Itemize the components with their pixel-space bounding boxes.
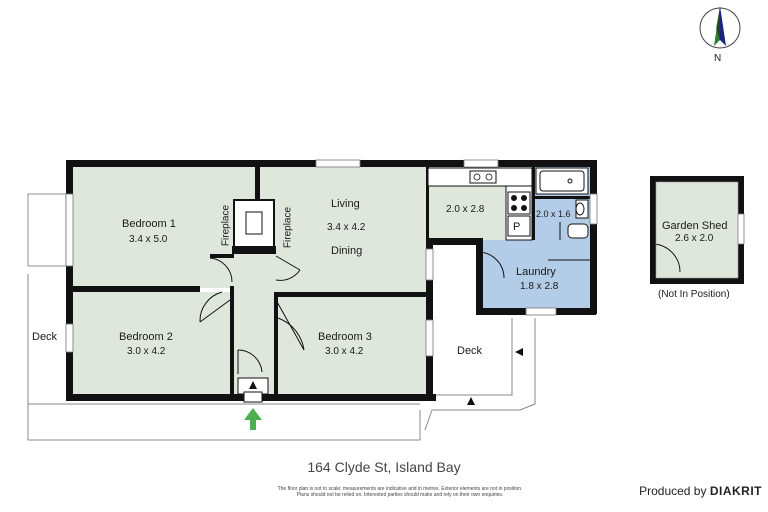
kitchen-dims: 2.0 x 2.8 [446,204,485,215]
laundry-dims: 1.8 x 2.8 [520,281,559,292]
bedroom2-dims: 3.0 x 4.2 [127,346,166,357]
bedroom2-floor [72,292,234,394]
shed-name: Garden Shed [662,220,728,232]
disclaimer-line2: Plans should not be relied on. Intereste… [296,492,504,498]
disclaimer-line1: The floor plan is not to scale; measurem… [277,486,523,492]
bedroom3-dims: 3.0 x 4.2 [325,346,364,357]
shed-floor [654,180,740,278]
kitchen-fixtures [427,167,533,241]
deck-left-label: Deck [32,331,58,343]
bedroom2-name: Bedroom 2 [119,331,173,343]
disclaimer: The floor plan is not to scale; measurem… [230,486,570,498]
windows [27,159,745,357]
living-floor [258,166,426,294]
produced-by-text: Produced by [639,484,707,498]
shed-note: (Not In Position) [658,289,730,300]
pantry-label: P [513,221,521,233]
entry-arrow [244,408,262,430]
fireplace-left-label: Fireplace [220,204,232,247]
hallway-floor [234,256,274,394]
door-markers [249,348,523,405]
door-swings [199,222,681,374]
living-name: Living [331,198,360,210]
shed-dims: 2.6 x 2.0 [675,233,714,244]
producer-credit: Produced by DIAKRIT [639,484,762,498]
laundry-floor [480,240,590,308]
shed-outline [655,181,739,279]
fireplace-chimney [232,199,276,254]
laundry-name: Laundry [516,266,556,278]
brand-name: DIAKRIT [709,484,762,498]
dining-name: Dining [331,245,363,257]
deck-outline [27,274,536,441]
bedroom1-dims: 3.4 x 5.0 [129,234,168,245]
address-caption: 164 Clyde St, Island Bay [307,459,461,475]
compass-north-label: N [714,53,722,64]
compass-icon [699,6,741,49]
bedroom3-name: Bedroom 3 [318,331,372,343]
living-dims: 3.4 x 4.2 [327,222,366,233]
bathroom-fixtures [535,167,589,239]
fireplace-right-label: Fireplace [282,206,294,249]
bathroom-dims: 2.0 x 1.6 [536,209,571,219]
bedroom1-name: Bedroom 1 [122,218,176,230]
bedroom3-floor [274,292,426,394]
deck-right-label: Deck [457,345,483,357]
